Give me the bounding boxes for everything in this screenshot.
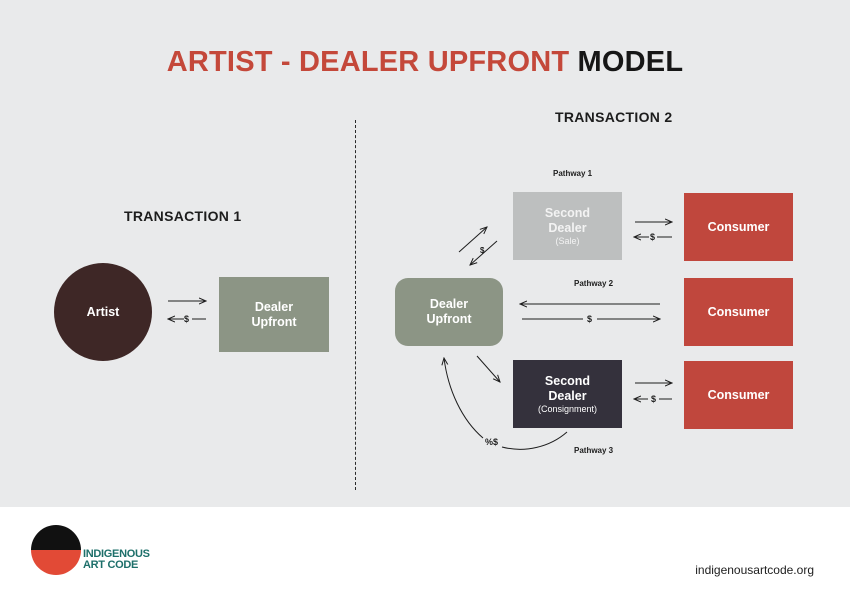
- logo-line-1: INDIGENOUS: [83, 548, 150, 560]
- page-title: ARTIST - DEALER UPFRONT MODEL: [0, 46, 850, 79]
- arrow-second-dealer-sale-to-dealer: [470, 240, 498, 265]
- arrow-commission-return-lower: [501, 431, 568, 450]
- transaction-1-heading: TRANSACTION 1: [124, 208, 242, 224]
- dealer-upfront-node-t2: Dealer Upfront: [395, 278, 503, 346]
- transaction-2-heading: TRANSACTION 2: [555, 109, 673, 125]
- second-dealer-consignment-node: Second Dealer (Consignment): [513, 360, 622, 428]
- dealer-upfront-label-t2: Dealer Upfront: [426, 297, 472, 326]
- artist-node: Artist: [54, 263, 152, 361]
- pathway-1-label: Pathway 1: [553, 169, 593, 178]
- consumer-label-1: Consumer: [707, 219, 770, 234]
- logo-wordmark: INDIGENOUS ART CODE: [83, 549, 150, 571]
- t1-money-label: $: [184, 314, 190, 324]
- logo-line-2: ART CODE: [83, 559, 139, 571]
- p3-consumer-money-label: $: [651, 394, 657, 404]
- consumer-label-2: Consumer: [707, 304, 770, 319]
- second-dealer-consignment-title: Second Dealer: [544, 373, 591, 403]
- dealer-upfront-label-t1: Dealer Upfront: [251, 299, 297, 329]
- pathway-2-label: Pathway 2: [574, 279, 614, 288]
- indigenous-art-code-logo: [31, 525, 81, 575]
- consumer-label-3: Consumer: [707, 387, 770, 402]
- consumer-node-pathway-1: Consumer: [684, 193, 793, 261]
- title-part-1: ARTIST - DEALER UPFRONT: [166, 46, 570, 78]
- flow-arrows: [0, 0, 850, 450]
- second-dealer-consignment-sub: (Consignment): [537, 403, 598, 414]
- p3-commission-label: %$: [485, 437, 499, 447]
- footer: [0, 507, 850, 596]
- section-divider: [355, 120, 356, 490]
- title-part-2: MODEL: [577, 46, 684, 78]
- pathway-3-label: Pathway 3: [574, 446, 614, 455]
- p2-money-label: $: [587, 314, 593, 324]
- second-dealer-sale-title: Second Dealer: [544, 205, 591, 235]
- artist-label: Artist: [86, 304, 120, 319]
- arrow-dealer-to-second-dealer-consignment: [476, 355, 500, 382]
- second-dealer-sale-node: Second Dealer (Sale): [513, 192, 622, 260]
- arrow-commission-return-upper: [444, 358, 484, 439]
- arrow-dealer-to-second-dealer-sale: [458, 227, 487, 253]
- p1-consumer-money-label: $: [650, 232, 656, 242]
- consumer-node-pathway-3: Consumer: [684, 361, 793, 429]
- second-dealer-sale-sub: (Sale): [555, 235, 580, 246]
- dealer-upfront-node-t1: Dealer Upfront: [219, 277, 329, 352]
- p1-money-back-label: $: [480, 246, 485, 255]
- consumer-node-pathway-2: Consumer: [684, 278, 793, 346]
- website-url[interactable]: indigenousartcode.org: [695, 563, 814, 577]
